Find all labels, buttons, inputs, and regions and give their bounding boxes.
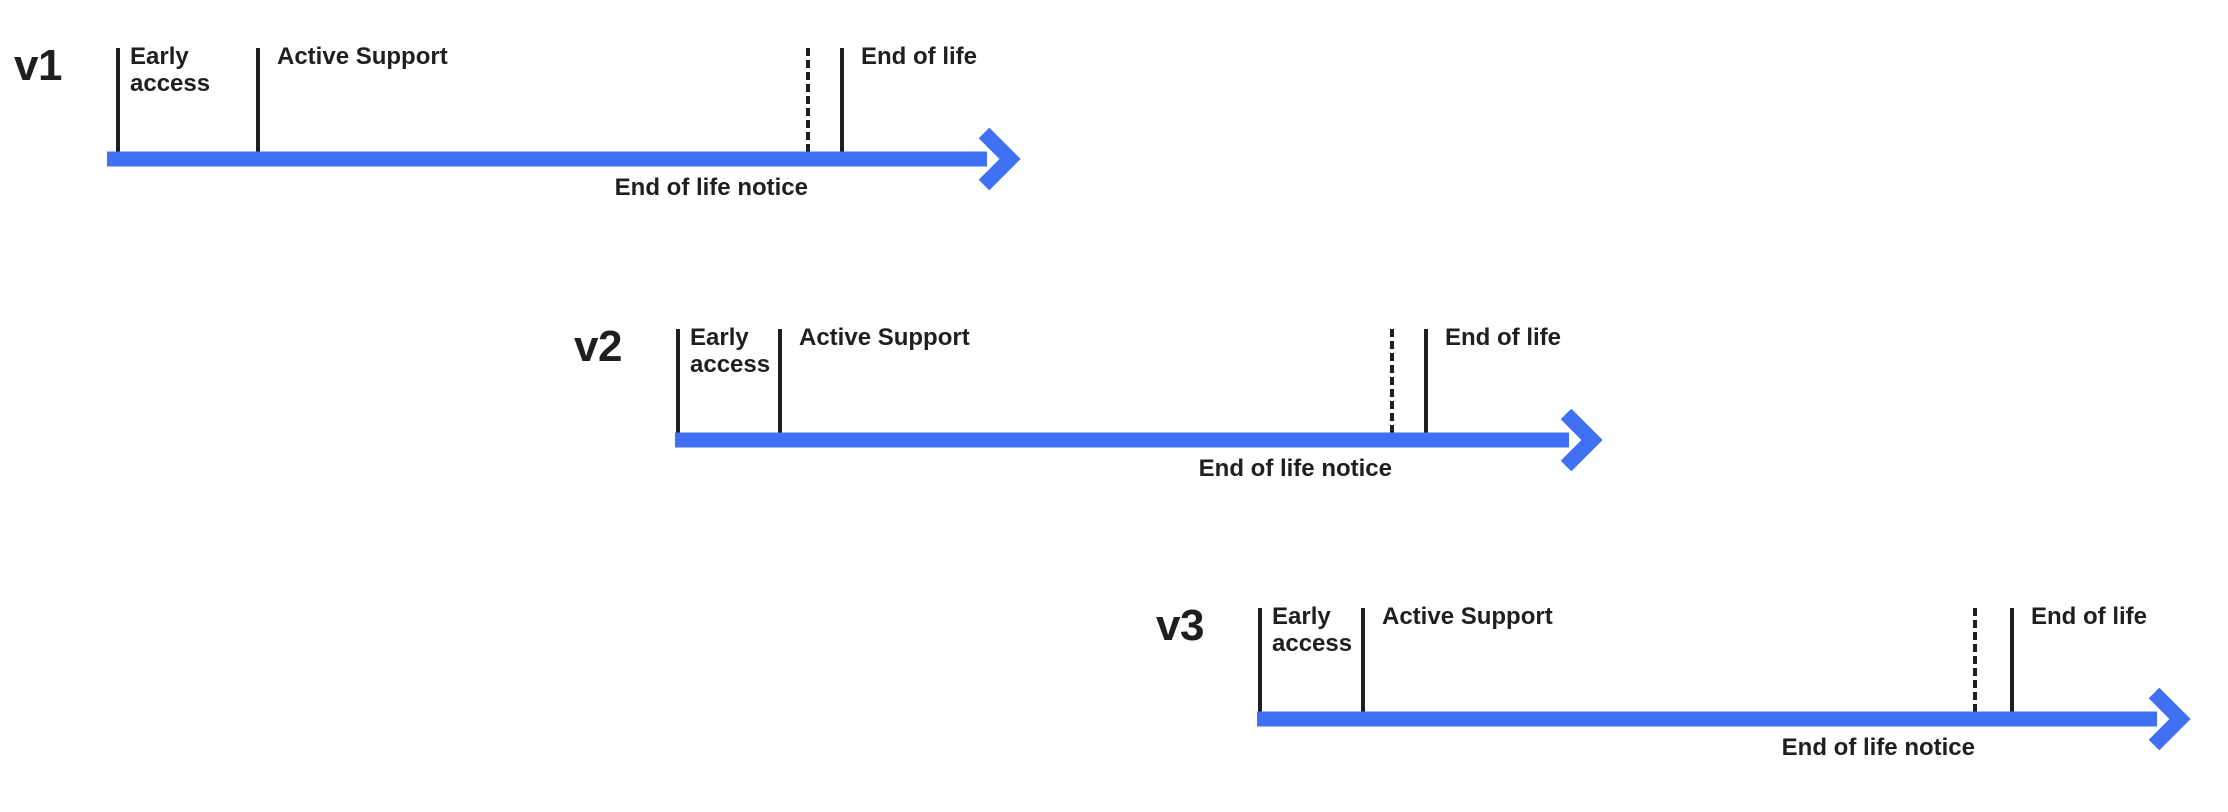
version-label-v3: v3 bbox=[1156, 601, 1204, 650]
phase-divider-v1-active-support-start bbox=[256, 48, 260, 152]
notice-label-v3: End of life notice bbox=[1781, 734, 1975, 761]
phase-label-v2-early-access: Early access bbox=[690, 324, 771, 378]
phase-label-v1-end-of-life: End of life bbox=[861, 43, 977, 70]
phase-divider-v3-active-support-start bbox=[1361, 608, 1365, 712]
phase-divider-v1-end-of-life-notice bbox=[806, 48, 810, 152]
phase-divider-v1-end-of-life-start bbox=[840, 48, 844, 152]
phase-label-v2-active-support: Active Support bbox=[799, 324, 970, 351]
phase-label-v3-early-access: Early access bbox=[1272, 603, 1353, 657]
phase-divider-v1-early-access-start bbox=[116, 48, 120, 152]
version-label-v1: v1 bbox=[14, 41, 62, 90]
phase-divider-v2-early-access-start bbox=[676, 329, 680, 433]
right-arrow-icon-v2 bbox=[675, 409, 1603, 471]
phase-divider-v3-early-access-start bbox=[1258, 608, 1262, 712]
right-arrow-icon-v1 bbox=[107, 128, 1021, 190]
phase-divider-v3-end-of-life-start bbox=[2010, 608, 2014, 712]
notice-label-v2: End of life notice bbox=[1198, 455, 1392, 482]
phase-label-v1-early-access: Early access bbox=[130, 43, 211, 97]
phase-label-v1-active-support: Active Support bbox=[277, 43, 448, 70]
phase-label-v3-active-support: Active Support bbox=[1382, 603, 1553, 630]
phase-label-v3-end-of-life: End of life bbox=[2031, 603, 2147, 630]
version-label-v2: v2 bbox=[574, 322, 622, 371]
phase-divider-v2-end-of-life-notice bbox=[1390, 329, 1394, 433]
right-arrow-icon-v3 bbox=[1257, 688, 2191, 750]
phase-divider-v3-end-of-life-notice bbox=[1973, 608, 1977, 712]
phase-divider-v2-end-of-life-start bbox=[1424, 329, 1428, 433]
notice-label-v1: End of life notice bbox=[614, 174, 808, 201]
phase-label-v2-end-of-life: End of life bbox=[1445, 324, 1561, 351]
phase-divider-v2-active-support-start bbox=[778, 329, 782, 433]
